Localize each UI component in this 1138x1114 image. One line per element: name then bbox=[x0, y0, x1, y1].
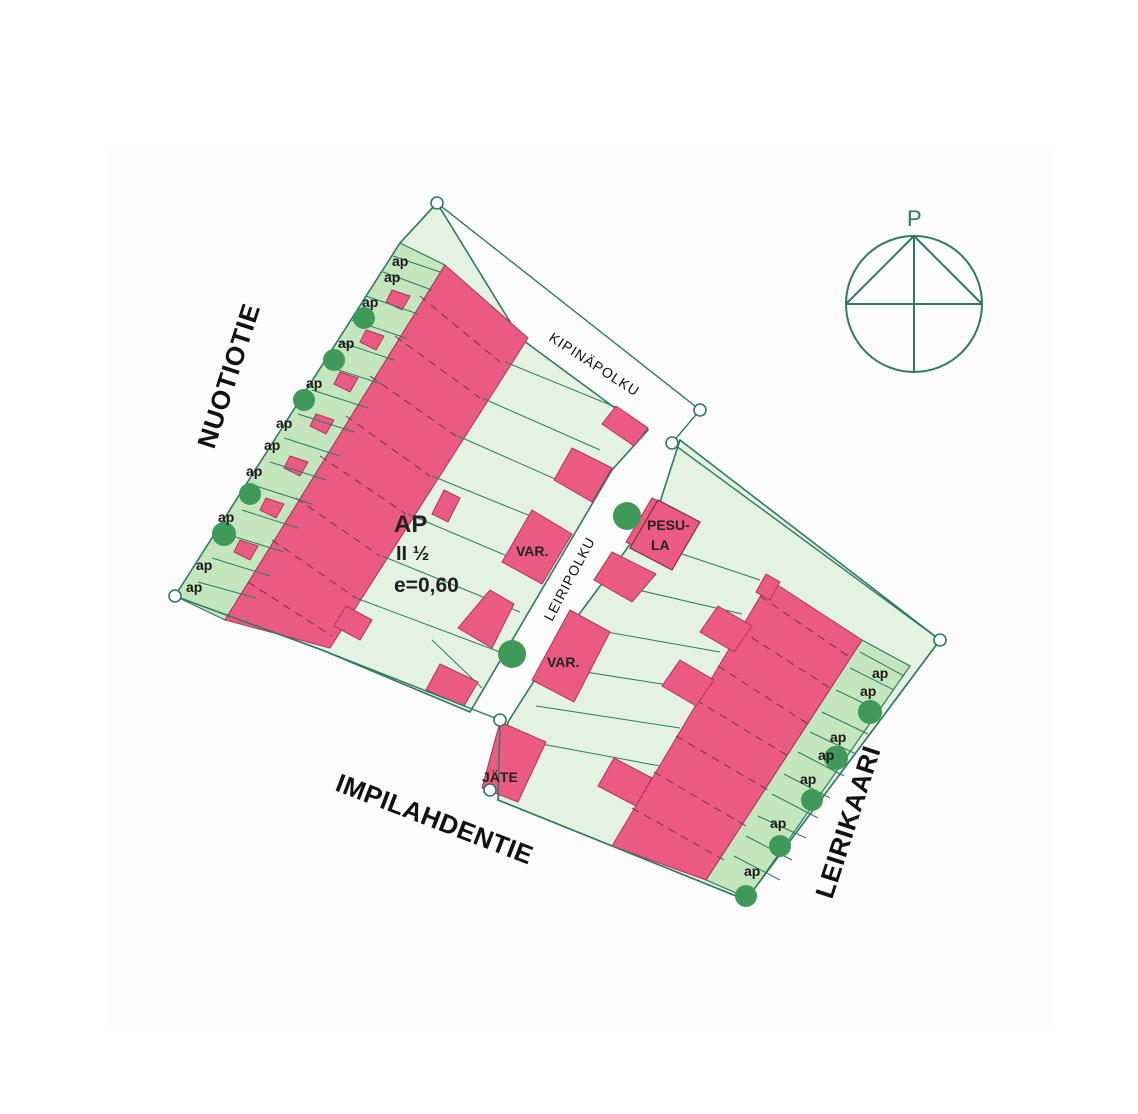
west-unit-lines bbox=[247, 295, 501, 637]
parking-label: ap bbox=[770, 815, 786, 831]
parking-label: ap bbox=[246, 463, 262, 479]
zone-efficiency: e=0,60 bbox=[394, 574, 459, 597]
parking-label: ap bbox=[384, 269, 400, 285]
parking-label: ap bbox=[872, 665, 888, 681]
waste-label: JÄTE bbox=[482, 769, 518, 785]
tree-icon bbox=[323, 349, 345, 371]
zone-marking: AP II ½ e=0,60 bbox=[394, 511, 459, 597]
parking-label: ap bbox=[800, 771, 816, 787]
tree-icon bbox=[498, 640, 526, 668]
tree-icon bbox=[353, 307, 375, 329]
tree-icon bbox=[769, 835, 791, 857]
east-unit-lines bbox=[631, 595, 849, 861]
parking-label: ap bbox=[744, 863, 760, 879]
west-block bbox=[173, 201, 650, 714]
laundry-label-line1: PESU- bbox=[647, 517, 690, 533]
laundry-building bbox=[629, 499, 701, 571]
parking-label: ap bbox=[306, 375, 322, 391]
east-main-building bbox=[611, 579, 863, 881]
parking-label: ap bbox=[186, 579, 202, 595]
north-arrow-icon: P bbox=[845, 206, 983, 373]
compass-label: P bbox=[907, 206, 922, 231]
tree-icon bbox=[858, 700, 882, 724]
parking-label: ap bbox=[392, 253, 408, 269]
laundry-label-line2: LA bbox=[651, 537, 670, 553]
tree-icon bbox=[735, 885, 757, 907]
parking-label: ap bbox=[218, 509, 234, 525]
tree-icon bbox=[824, 746, 848, 770]
west-main-building bbox=[224, 264, 529, 649]
parking-label: ap bbox=[338, 335, 354, 351]
trees bbox=[212, 307, 882, 907]
tree-icon bbox=[613, 502, 641, 530]
parking-labels: ap ap ap ap ap ap ap ap ap ap ap ap ap a… bbox=[186, 253, 888, 879]
tree-icon bbox=[801, 789, 823, 811]
parking-label: ap bbox=[818, 747, 834, 763]
boundary-markers bbox=[168, 196, 947, 797]
zone-code: AP bbox=[394, 511, 427, 538]
tree-icon bbox=[212, 522, 236, 546]
parking-label: ap bbox=[264, 437, 280, 453]
storage-east-label: VAR. bbox=[547, 654, 579, 670]
parking-label: ap bbox=[362, 294, 378, 310]
tree-icon bbox=[239, 483, 261, 505]
plot-boundary bbox=[168, 196, 947, 901]
zone-floors: II ½ bbox=[396, 543, 429, 565]
facility-labels: VAR. VAR. PESU- LA JÄTE bbox=[482, 517, 690, 785]
tree-icon bbox=[293, 389, 315, 411]
west-annexes bbox=[233, 289, 649, 707]
parking-label: ap bbox=[830, 729, 846, 745]
parking-label: ap bbox=[276, 415, 292, 431]
east-stall-lines bbox=[733, 651, 905, 881]
storage-west-label: VAR. bbox=[516, 543, 548, 559]
parking-label: ap bbox=[196, 557, 212, 573]
parking-label: ap bbox=[860, 683, 876, 699]
